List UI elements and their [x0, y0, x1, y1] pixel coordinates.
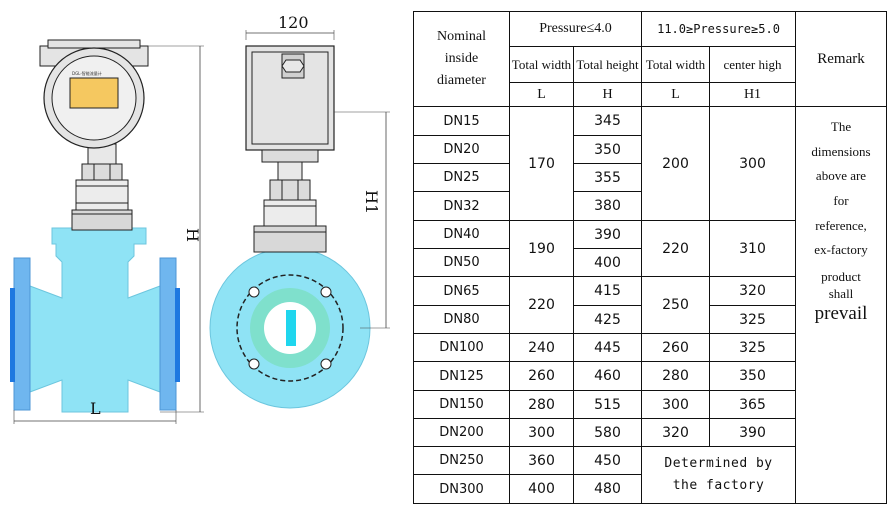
- unit-h1: H1: [708, 82, 797, 107]
- dim-h-label: H: [183, 228, 202, 242]
- header-total-width: Total width: [509, 46, 574, 83]
- vortex-blade: [286, 310, 296, 346]
- l-cell: 170: [509, 106, 574, 221]
- l2-cell: 200: [641, 106, 710, 221]
- pipe-body: [29, 227, 161, 413]
- unit-l: L: [509, 82, 574, 107]
- size-cell: DN25: [413, 163, 510, 192]
- h-cell: 580: [573, 418, 642, 447]
- h-cell: 355: [573, 163, 642, 192]
- header-remark: Remark: [795, 11, 888, 107]
- l-cell: 240: [509, 333, 574, 362]
- h1-cell: 320: [708, 276, 797, 306]
- unit-l-2: L: [641, 82, 710, 107]
- l2-cell: 300: [641, 390, 710, 419]
- h-cell: 350: [573, 135, 642, 164]
- h1-cell: 300: [708, 106, 797, 221]
- lcd-display: [69, 77, 119, 109]
- header-total-height: Total height: [573, 46, 642, 83]
- l-cell: 260: [509, 361, 574, 391]
- determined-by-factory: Determined by the factory: [640, 446, 797, 504]
- h1-cell: 310: [708, 220, 797, 277]
- bolt-hole: [320, 286, 332, 298]
- size-cell: DN15: [413, 106, 510, 136]
- h-cell: 480: [573, 474, 642, 504]
- size-cell: DN65: [413, 276, 510, 306]
- bolt-hole: [320, 358, 332, 370]
- header-nominal: Nominal inside diameter: [413, 11, 510, 107]
- header-total-width-2: Total width: [641, 46, 710, 83]
- h-cell: 450: [573, 446, 642, 475]
- h-cell: 460: [573, 361, 642, 391]
- h1-cell: 325: [708, 305, 797, 334]
- bolt-hole: [248, 358, 260, 370]
- size-cell: DN100: [413, 333, 510, 362]
- header-center-high: center high: [708, 46, 797, 83]
- dim-l-label: L: [90, 399, 101, 418]
- size-cell: DN32: [413, 191, 510, 221]
- bolt-hole: [248, 286, 260, 298]
- h-cell: 415: [573, 276, 642, 306]
- bolt-circle: [236, 274, 344, 382]
- front-nut: [81, 163, 123, 181]
- l2-cell: 280: [641, 361, 710, 391]
- size-cell: DN20: [413, 135, 510, 164]
- l-cell: 360: [509, 446, 574, 475]
- header-pressure-high: 11.0≥Pressure≥5.0: [640, 11, 797, 47]
- h-cell: 400: [573, 248, 642, 277]
- dim-width-label: 120: [278, 13, 309, 32]
- svg-text:DGL-智能流量计: DGL-智能流量计: [72, 70, 102, 76]
- dimension-table: Nominal inside diameter Pressure≤4.0 11.…: [413, 11, 888, 504]
- size-cell: DN300: [413, 474, 510, 504]
- h1-cell: 350: [708, 361, 797, 391]
- size-cell: DN50: [413, 248, 510, 277]
- l-cell: 400: [509, 474, 574, 504]
- size-cell: DN200: [413, 418, 510, 447]
- right-flange-face: [175, 288, 180, 382]
- header-pressure-low: Pressure≤4.0: [509, 11, 642, 47]
- l2-cell: 320: [641, 418, 710, 447]
- side-view: [209, 45, 371, 409]
- l-cell: 300: [509, 418, 574, 447]
- left-flange-face: [10, 288, 15, 382]
- left-flange: [13, 257, 31, 411]
- size-cell: DN80: [413, 305, 510, 334]
- l-cell: 190: [509, 220, 574, 277]
- h1-cell: 325: [708, 333, 797, 362]
- h1-cell: 365: [708, 390, 797, 419]
- h-cell: 445: [573, 333, 642, 362]
- l-cell: 220: [509, 276, 574, 334]
- front-view: DGL-智能流量计: [10, 39, 180, 413]
- side-neck-base: [253, 225, 327, 253]
- size-cell: DN150: [413, 390, 510, 419]
- l-cell: 280: [509, 390, 574, 419]
- l2-cell: 260: [641, 333, 710, 362]
- h1-cell: 390: [708, 418, 797, 447]
- flowmeter-drawing: DGL-智能流量计 H L 120: [10, 13, 390, 424]
- l2-cell: 250: [641, 276, 710, 334]
- dim-h1-label: H1: [362, 190, 381, 214]
- unit-h: H: [573, 82, 642, 107]
- l2-cell: 220: [641, 220, 710, 277]
- front-neck: [75, 179, 129, 211]
- size-cell: DN250: [413, 446, 510, 475]
- h-cell: 515: [573, 390, 642, 419]
- front-neck-base: [71, 209, 133, 231]
- remark-cell: The dimensions above are for reference, …: [795, 106, 888, 504]
- right-flange: [159, 257, 177, 411]
- size-cell: DN40: [413, 220, 510, 249]
- h-cell: 380: [573, 191, 642, 221]
- h-cell: 425: [573, 305, 642, 334]
- h-cell: 345: [573, 106, 642, 136]
- size-cell: DN125: [413, 361, 510, 391]
- h-cell: 390: [573, 220, 642, 249]
